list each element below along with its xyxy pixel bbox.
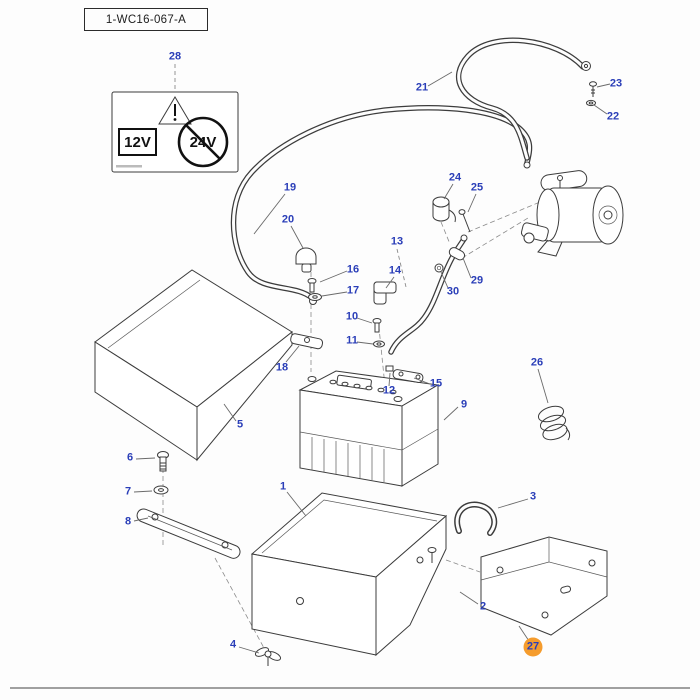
battery-cover	[94, 269, 293, 462]
support-bracket	[136, 508, 241, 559]
callout-11[interactable]: 11	[346, 334, 358, 347]
allowed-voltage-label: 12V	[124, 134, 151, 151]
callout-8[interactable]: 8	[124, 515, 132, 528]
starter-cable	[455, 37, 591, 161]
starter-motor	[520, 170, 624, 257]
callout-5[interactable]: 5	[236, 418, 244, 431]
clamp-screw-negative	[307, 278, 317, 293]
terminal-stud	[458, 209, 471, 233]
clamp-washer-negative	[308, 293, 322, 301]
cover-washer	[153, 485, 169, 495]
cable-elbow-boot	[373, 281, 397, 305]
leader-lines	[133, 64, 611, 654]
drawing-number: 1-WC16-067-A	[105, 13, 187, 26]
spacer	[448, 247, 466, 261]
callout-25[interactable]: 25	[470, 181, 484, 194]
clamp-nut	[385, 365, 394, 372]
callout-20[interactable]: 20	[281, 213, 295, 226]
voltage-12v-box	[118, 128, 157, 156]
callout-17[interactable]: 17	[346, 284, 360, 297]
battery-positive-post	[393, 396, 403, 402]
wing-screw	[254, 647, 282, 666]
callout-14[interactable]: 14	[388, 264, 402, 277]
clamp-washer-positive	[373, 340, 385, 348]
hold-down-hook	[454, 501, 498, 536]
callout-24[interactable]: 24	[448, 171, 462, 184]
callout-21[interactable]: 21	[415, 81, 429, 94]
callout-10[interactable]: 10	[345, 310, 359, 323]
callout-7[interactable]: 7	[124, 485, 132, 498]
callout-1[interactable]: 1	[279, 480, 287, 493]
voltage-warning-decal: 12V 24V	[111, 91, 239, 173]
callout-16[interactable]: 16	[346, 263, 360, 276]
cover-bolt	[157, 451, 169, 472]
callout-29[interactable]: 29	[470, 274, 484, 287]
callout-28[interactable]: 28	[168, 50, 182, 63]
callout-3[interactable]: 3	[529, 490, 537, 503]
callout-22[interactable]: 22	[606, 110, 620, 123]
callout-19[interactable]: 19	[283, 181, 297, 194]
terminal-cover-boot	[295, 247, 317, 273]
clamp-screw-positive	[372, 318, 382, 333]
callout-18[interactable]: 18	[275, 361, 289, 374]
drawing-number-box: 1-WC16-067-A	[84, 8, 208, 31]
callout-27[interactable]: 27	[523, 637, 543, 657]
terminal-boot	[432, 196, 456, 223]
callout-2[interactable]: 2	[479, 600, 487, 613]
callout-30[interactable]: 30	[446, 285, 460, 298]
cable-clamp-coil	[537, 405, 571, 441]
cable-lug	[460, 234, 468, 242]
prohibition-circle-icon	[177, 116, 229, 168]
terminal-nut	[434, 263, 444, 273]
battery-negative-post	[307, 376, 317, 382]
callout-26[interactable]: 26	[530, 356, 544, 369]
terminal-clamp-positive	[392, 369, 424, 383]
mount-bracket	[480, 536, 608, 636]
terminal-bolt	[589, 81, 597, 97]
callout-9[interactable]: 9	[460, 398, 468, 411]
callout-6[interactable]: 6	[126, 451, 134, 464]
callout-15[interactable]: 15	[429, 377, 443, 390]
callout-13[interactable]: 13	[390, 235, 404, 248]
terminal-washer	[586, 99, 596, 107]
battery-box	[250, 492, 448, 657]
battery	[298, 370, 440, 487]
terminal-clamp-negative	[290, 333, 324, 350]
callout-12[interactable]: 12	[382, 384, 396, 397]
positive-battery-cable	[388, 234, 468, 355]
cable-lug	[523, 161, 531, 169]
callout-4[interactable]: 4	[229, 638, 237, 651]
callout-23[interactable]: 23	[609, 77, 623, 90]
